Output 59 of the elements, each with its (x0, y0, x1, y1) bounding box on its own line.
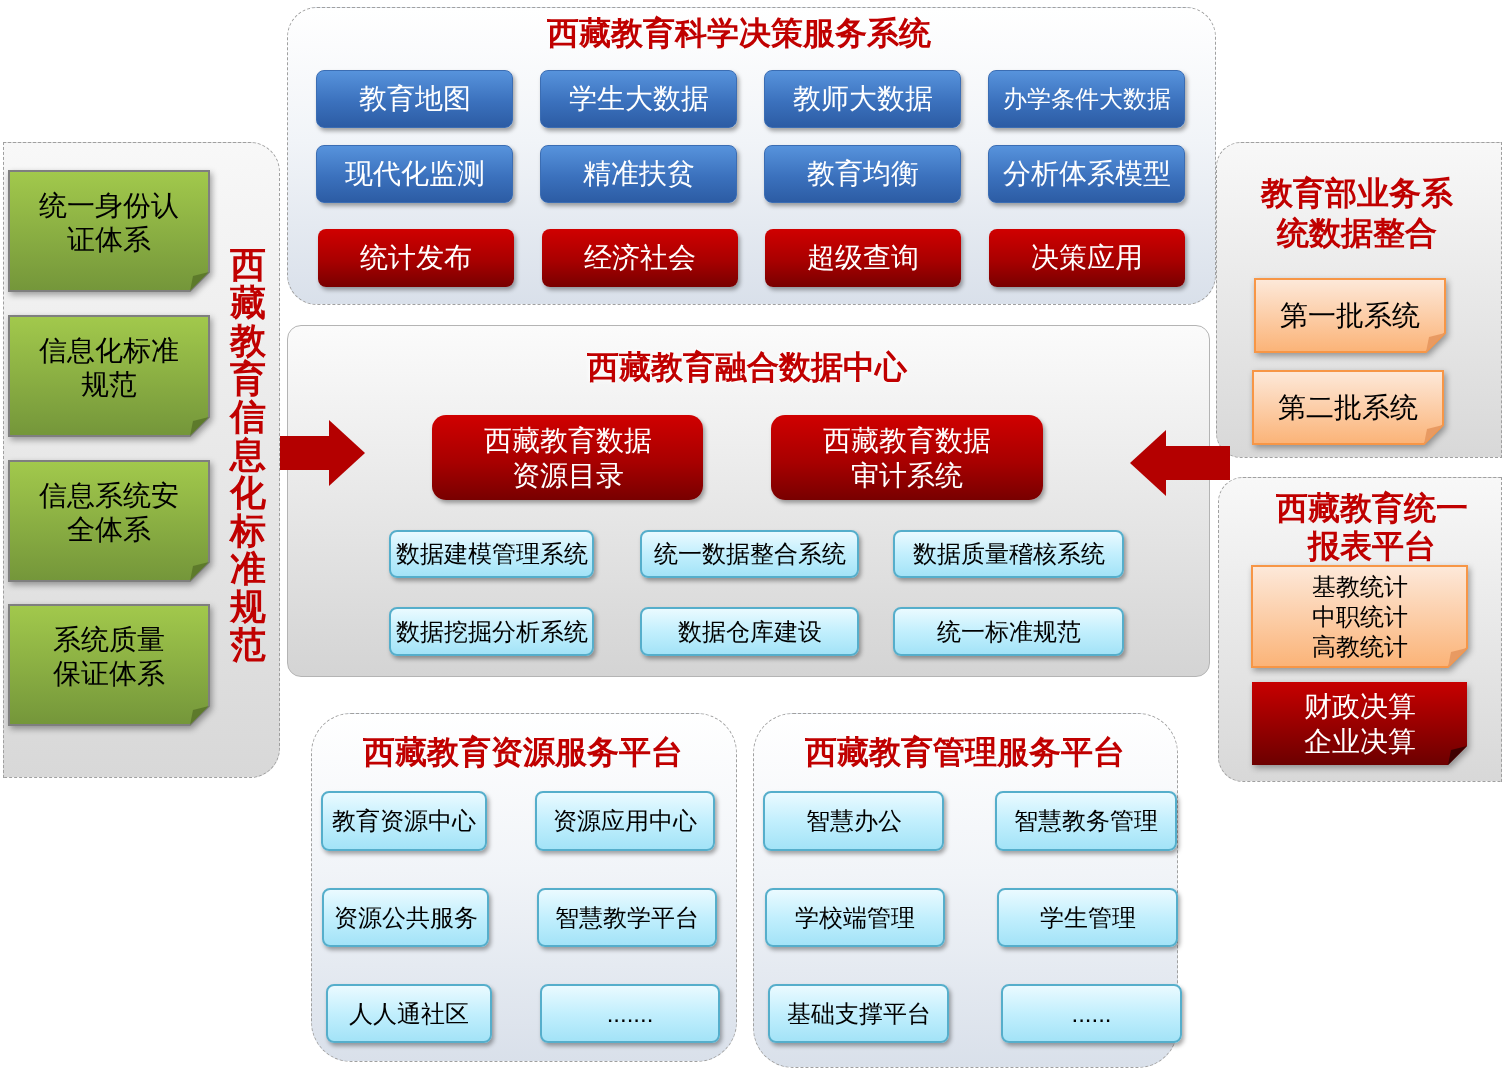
module-box: 数据挖掘分析系统 (389, 607, 594, 656)
panel-title: 西藏教育统一报表平台 (1275, 489, 1469, 565)
note-card: 信息化标准规范 (8, 315, 210, 437)
module-box: ....... (540, 984, 720, 1043)
module-box: 教育资源中心 (321, 791, 487, 851)
module-box: 统计发布 (318, 229, 514, 287)
module-box: ...... (1001, 984, 1182, 1043)
module-box: 智慧教学平台 (537, 888, 717, 947)
module-box: 人人通社区 (326, 984, 492, 1043)
module-box: 教育地图 (316, 70, 513, 128)
note-card: 第一批系统 (1254, 278, 1446, 353)
item-label: 中职统计 (1311, 601, 1408, 632)
module-box: 精准扶贫 (540, 145, 737, 203)
panel-title: 西藏教育资源服务平台 (363, 733, 683, 772)
module-box: 统一标准规范 (893, 607, 1124, 656)
module-box: 资源公共服务 (322, 888, 489, 947)
vertical-title: 西藏教育信息化标准规范 (229, 246, 267, 664)
module-box: 决策应用 (989, 229, 1185, 287)
panel-title: 教育部业务系统数据整合 (1259, 174, 1454, 253)
module-box: 超级查询 (765, 229, 961, 287)
block-arrow (280, 420, 365, 486)
panel-title: 西藏教育科学决策服务系统 (547, 14, 931, 53)
module-box: 统一数据整合系统 (640, 530, 859, 578)
panel (287, 325, 1210, 677)
panel (311, 713, 737, 1062)
note-card: 信息系统安全体系 (8, 460, 210, 582)
note-card: 系统质量保证体系 (8, 604, 210, 726)
panel (1216, 142, 1502, 458)
module-box: 分析体系模型 (988, 145, 1185, 203)
module-box: 智慧办公 (763, 791, 944, 851)
module-box: 数据建模管理系统 (389, 530, 594, 578)
module-box: 办学条件大数据 (988, 70, 1185, 128)
item-label: 高教统计 (1311, 631, 1408, 662)
module-box: 教师大数据 (764, 70, 961, 128)
module-box: 数据质量稽核系统 (893, 530, 1124, 578)
item-label: 基教统计 (1311, 571, 1408, 602)
module-box: 学校端管理 (765, 888, 945, 947)
module-box: 学生大数据 (540, 70, 737, 128)
panel (287, 7, 1216, 305)
panel (1218, 477, 1502, 782)
module-box: 智慧教务管理 (995, 791, 1177, 851)
module-box: 数据仓库建设 (640, 607, 859, 656)
module-box: 西藏教育数据审计系统 (771, 415, 1043, 500)
module-box: 学生管理 (997, 888, 1178, 947)
panel (3, 142, 280, 778)
note-card (1251, 565, 1468, 668)
module-box: 基础支撑平台 (768, 984, 949, 1043)
module-box: 教育均衡 (764, 145, 961, 203)
panel-title: 西藏教育融合数据中心 (587, 348, 907, 387)
module-box: 经济社会 (542, 229, 738, 287)
note-card: 统一身份认证体系 (8, 170, 210, 292)
note-card (1251, 681, 1468, 766)
module-box: 西藏教育数据资源目录 (432, 415, 703, 500)
panel-title: 西藏教育管理服务平台 (805, 733, 1125, 772)
module-box: 资源应用中心 (535, 791, 715, 851)
item-label: 财政决算 (1303, 689, 1416, 724)
note-card: 第二批系统 (1252, 370, 1444, 445)
module-box: 现代化监测 (316, 145, 513, 203)
item-label: 企业决算 (1303, 724, 1416, 759)
